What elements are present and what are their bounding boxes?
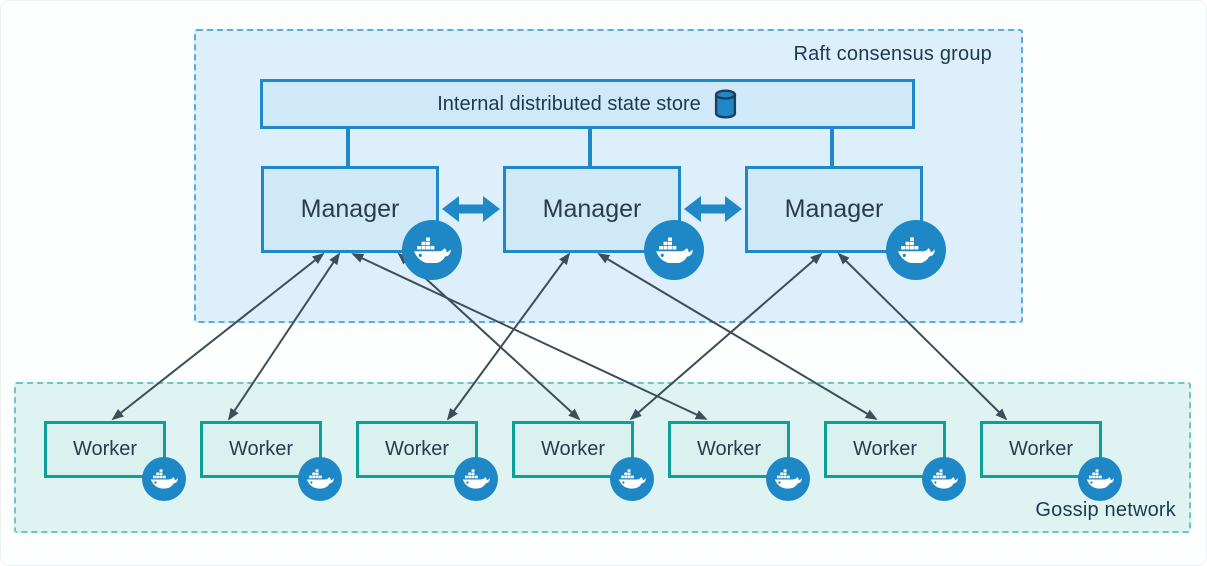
manager-docker-badge-1	[402, 220, 462, 280]
internal-state-store-box: Internal distributed state store	[260, 79, 915, 129]
worker-docker-badge-4	[610, 457, 654, 501]
docker-whale-icon	[897, 237, 935, 264]
worker-docker-badge-1	[142, 457, 186, 501]
manager-docker-badge-2	[644, 220, 704, 280]
docker-whale-icon	[930, 469, 958, 489]
worker-docker-badge-3	[454, 457, 498, 501]
worker-box-7: Worker	[980, 421, 1102, 478]
docker-whale-icon	[655, 237, 693, 264]
worker-label: Worker	[696, 438, 762, 460]
manager-label: Manager	[542, 195, 642, 223]
internal-state-store-label: Internal distributed state store	[437, 92, 701, 115]
worker-label: Worker	[540, 438, 606, 460]
gossip-network-label: Gossip network	[1035, 499, 1176, 521]
worker-label: Worker	[228, 438, 294, 460]
docker-whale-icon	[306, 469, 334, 489]
docker-whale-icon	[413, 237, 451, 264]
worker-label: Worker	[384, 438, 450, 460]
docker-whale-icon	[150, 469, 178, 489]
worker-label: Worker	[1008, 438, 1074, 460]
manager-label: Manager	[300, 195, 400, 223]
docker-whale-icon	[462, 469, 490, 489]
docker-whale-icon	[774, 469, 802, 489]
docker-whale-icon	[618, 469, 646, 489]
worker-label: Worker	[852, 438, 918, 460]
store-manager-connector-2	[588, 128, 592, 166]
worker-docker-badge-2	[298, 457, 342, 501]
worker-docker-badge-7	[1078, 457, 1122, 501]
worker-label: Worker	[72, 438, 138, 460]
raft-consensus-group-label: Raft consensus group	[793, 43, 992, 65]
database-cylinder-icon	[713, 89, 738, 119]
manager-docker-badge-3	[886, 220, 946, 280]
manager-label: Manager	[784, 195, 884, 223]
docker-whale-icon	[1086, 469, 1114, 489]
store-manager-connector-3	[830, 128, 834, 166]
worker-docker-badge-6	[922, 457, 966, 501]
store-manager-connector-1	[346, 128, 350, 166]
worker-docker-badge-5	[766, 457, 810, 501]
